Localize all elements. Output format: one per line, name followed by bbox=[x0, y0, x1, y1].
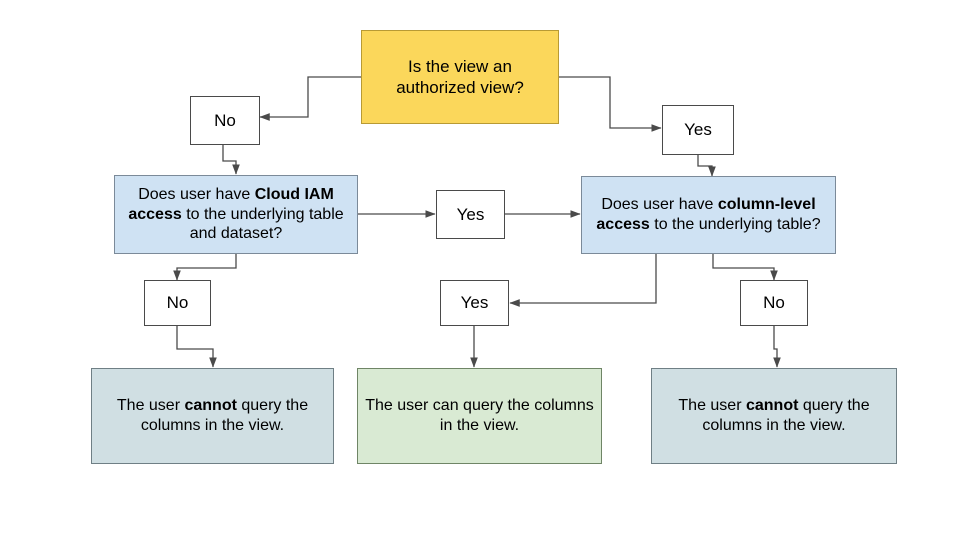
node-decision-cloud-iam[interactable]: Does user have Cloud IAM access to the u… bbox=[114, 175, 358, 254]
node-start-question[interactable]: Is the view an authorized view? bbox=[361, 30, 559, 124]
node-branch-yes-column-label: Yes bbox=[460, 293, 489, 313]
edge-yes-to-column bbox=[697, 155, 716, 177]
node-result-left[interactable]: The user cannot query the columns in the… bbox=[91, 368, 334, 464]
node-result-right-label: The user cannot query the columns in the… bbox=[678, 397, 870, 434]
node-branch-yes-column[interactable]: Yes bbox=[440, 280, 509, 326]
node-branch-yes-top-label: Yes bbox=[684, 120, 712, 140]
node-branch-no-iam-label: No bbox=[166, 293, 189, 313]
node-decision-cloud-iam-label: Does user have Cloud IAM access to the u… bbox=[128, 185, 344, 243]
edge-no-to-iam bbox=[222, 145, 240, 175]
node-branch-no-iam[interactable]: No bbox=[144, 280, 211, 326]
node-decision-column-level-label: Does user have column-level access to th… bbox=[596, 196, 821, 233]
edge-start-to-no bbox=[259, 76, 361, 121]
node-branch-no-column[interactable]: No bbox=[740, 280, 808, 326]
node-branch-no-top-label: No bbox=[214, 110, 236, 130]
edge-column-to-yes bbox=[509, 253, 657, 307]
node-branch-no-column-label: No bbox=[763, 293, 785, 313]
node-result-middle[interactable]: The user can query the columns in the vi… bbox=[357, 368, 602, 464]
node-result-left-label: The user cannot query the columns in the… bbox=[116, 397, 309, 434]
edge-no-to-result-right bbox=[773, 325, 781, 368]
node-result-middle-label: The user can query the columns in the vi… bbox=[365, 397, 594, 434]
edge-no-to-result-left bbox=[176, 325, 217, 368]
node-branch-yes-iam-label: Yes bbox=[456, 204, 485, 224]
edge-iam-to-no bbox=[173, 253, 237, 281]
node-result-right[interactable]: The user cannot query the columns in the… bbox=[651, 368, 897, 464]
node-branch-no-top[interactable]: No bbox=[190, 96, 260, 145]
edge-column-to-no bbox=[712, 253, 778, 281]
edge-start-to-yes bbox=[559, 76, 662, 132]
node-decision-column-level[interactable]: Does user have column-level access to th… bbox=[581, 176, 836, 254]
node-branch-yes-iam[interactable]: Yes bbox=[436, 190, 505, 239]
node-start-label: Is the view an authorized view? bbox=[396, 56, 524, 97]
node-branch-yes-top[interactable]: Yes bbox=[662, 105, 734, 155]
